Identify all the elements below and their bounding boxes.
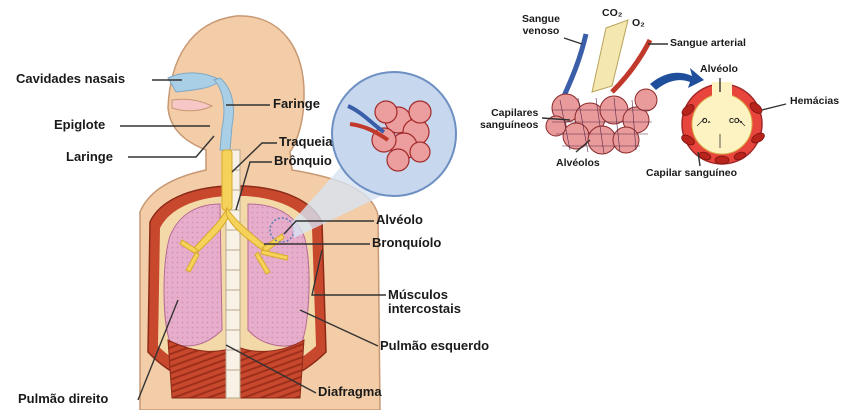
label-pulmao-esquerdo: Pulmão esquerdo (380, 339, 489, 353)
vein-vessel (564, 34, 586, 96)
zoom-arrow (650, 68, 704, 90)
label-epiglote: Epiglote (54, 118, 105, 132)
label-sangue-venoso: Sangue venoso (522, 14, 560, 37)
label-alveolo-detail: Alvéolo (700, 64, 738, 76)
label-inner-o2: O₂ (702, 118, 711, 126)
label-pulmao-direito: Pulmão direito (18, 392, 108, 406)
label-sangue-arterial: Sangue arterial (670, 38, 746, 50)
label-inner-co2: CO₂ (729, 118, 743, 126)
label-hemacias: Hemácias (790, 96, 839, 108)
single-alveolus-zoom (680, 82, 766, 164)
label-bronquiolo: Bronquíolo (372, 236, 441, 250)
label-co2: CO₂ (602, 8, 622, 20)
label-alveolo: Alvéolo (376, 213, 423, 227)
label-alveolos: Alvéolos (556, 158, 600, 170)
label-capilares-sanguineos: Capilares sanguíneos (480, 108, 538, 131)
label-bronquio: Brônquio (274, 154, 332, 168)
leader-hemacias (762, 104, 786, 110)
capillary-net-cluster (546, 89, 657, 154)
label-laringe: Laringe (66, 150, 113, 164)
label-o2: O₂ (632, 18, 645, 30)
alveolus-magnifier (332, 72, 456, 196)
label-faringe: Faringe (273, 97, 320, 111)
label-cavidades-nasais: Cavidades nasais (16, 72, 125, 86)
label-musculos-intercostais: Músculos intercostais (388, 288, 461, 317)
label-diafragma: Diafragma (318, 385, 382, 399)
label-traqueia: Traqueia (279, 135, 332, 149)
leader-sangue-venoso (564, 38, 582, 44)
label-capilar-sanguineo: Capilar sanguíneo (646, 168, 737, 180)
